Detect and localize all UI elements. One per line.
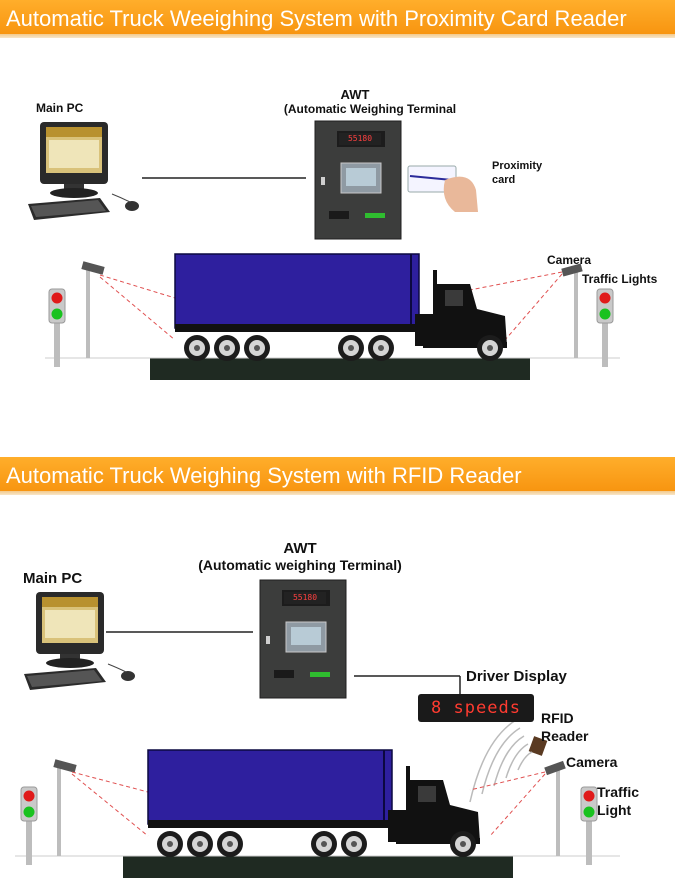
traffic-light-1-left	[48, 288, 66, 368]
scale-platform-1	[150, 358, 530, 380]
section2-scene	[15, 579, 620, 878]
label-awt-full-2: (Automatic weighing Terminal)	[198, 557, 402, 573]
section2-banner: Automatic Truck Weighing System with RFI…	[0, 457, 675, 495]
rfid-reader-device	[528, 736, 548, 756]
traffic-light-2-right	[580, 786, 598, 866]
section1-banner: Automatic Truck Weeighing System with Pr…	[0, 0, 675, 38]
traffic-light-1-right	[596, 288, 614, 368]
traffic-light-2-left	[20, 786, 38, 866]
label-rfid: RFID	[541, 710, 574, 726]
awt-2-weight-display: 55180	[284, 592, 326, 604]
scale-platform-2	[123, 856, 513, 878]
truck-2	[148, 750, 480, 857]
rfid-waves	[469, 719, 533, 803]
label-traffic-lights-1: Traffic Lights	[582, 272, 658, 286]
label-card: card	[492, 174, 516, 186]
truck-1	[175, 254, 507, 361]
label-proximity: Proximity	[492, 160, 543, 172]
label-main-pc-2: Main PC	[23, 570, 83, 587]
label-camera-1: Camera	[547, 253, 592, 267]
awt-1-weight-display: 55180	[339, 133, 381, 145]
label-driver-display: Driver Display	[466, 668, 567, 685]
label-camera-2: Camera	[566, 754, 618, 770]
label-awt-1: AWT	[340, 87, 370, 102]
proximity-card-hand	[407, 165, 478, 212]
label-awt-2: AWT	[283, 540, 317, 557]
label-traffic-2: Traffic	[597, 784, 640, 800]
driver-display-led: 8 speeds	[418, 694, 534, 722]
label-main-pc-1: Main PC	[36, 101, 84, 115]
label-light-2: Light	[597, 802, 632, 818]
label-reader: Reader	[541, 728, 589, 744]
label-awt-full-1: (Automatic Weighing Terminal	[283, 102, 457, 116]
main-pc-2	[23, 591, 136, 691]
main-pc-1	[27, 121, 140, 221]
section1-scene	[27, 120, 620, 380]
